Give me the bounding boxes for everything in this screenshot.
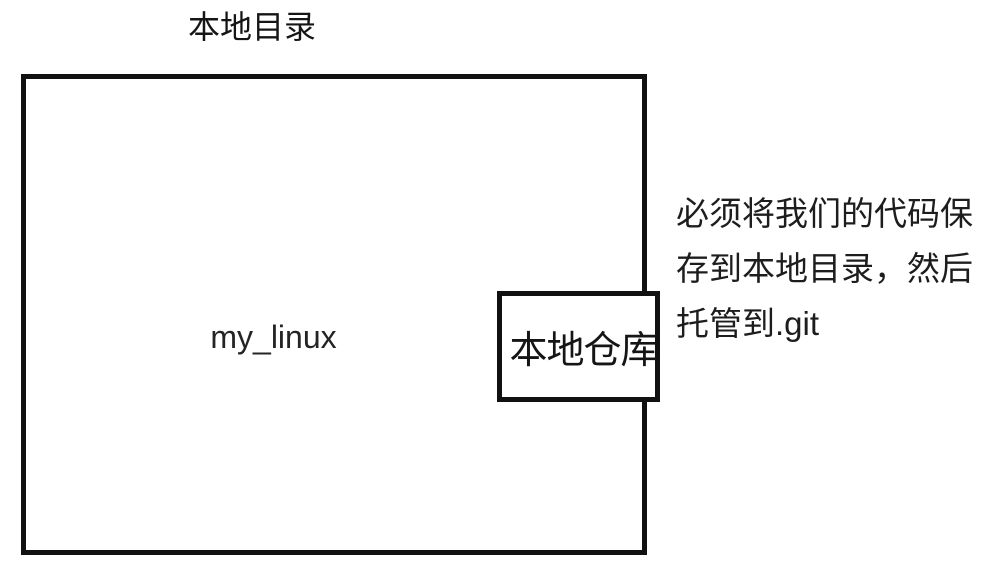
page-title: 本地目录	[187, 9, 316, 45]
annotation-line-2: 存到本地目录，然后	[676, 250, 973, 287]
local-repository-label: 本地仓库	[509, 330, 658, 372]
local-directory-box: 本地仓库	[21, 74, 660, 555]
annotation-line-1: 必须将我们的代码保	[676, 195, 973, 232]
annotation-note: 必须将我们的代码保 存到本地目录，然后 托管到.git	[676, 186, 998, 351]
annotation-line-3: 托管到.git	[676, 305, 820, 342]
local-repository-box: 本地仓库	[497, 291, 660, 402]
local-directory-label: my_linux	[210, 319, 337, 355]
